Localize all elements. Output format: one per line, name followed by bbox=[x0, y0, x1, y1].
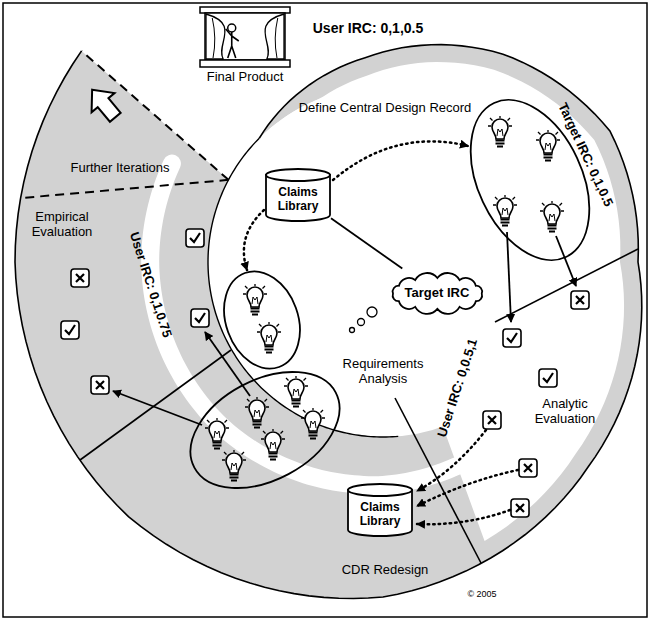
window-cornice bbox=[200, 7, 290, 13]
claim-bulb bbox=[205, 418, 229, 449]
check-box bbox=[186, 229, 204, 247]
stick-figure-head bbox=[228, 24, 236, 32]
curtain bbox=[265, 14, 284, 59]
copyright-note: © 2005 bbox=[467, 589, 496, 599]
hub-outline bbox=[208, 138, 398, 437]
node-text: Claims Library bbox=[353, 500, 407, 528]
irc-score-label: Target IRC: 0,1,0.5 bbox=[554, 101, 615, 209]
stick-figure bbox=[226, 29, 239, 58]
claims-library-cylinder: Claims Library bbox=[265, 169, 331, 221]
feedback-arrow bbox=[417, 470, 518, 506]
claims-cluster bbox=[171, 348, 359, 511]
cross-box bbox=[483, 411, 501, 429]
feedback-arrow bbox=[417, 510, 510, 524]
claim-bulb bbox=[257, 322, 281, 353]
central-hub bbox=[208, 87, 558, 437]
check-box bbox=[539, 369, 557, 387]
claim-bulb bbox=[488, 116, 512, 147]
cylinder-top bbox=[348, 484, 412, 496]
iteration-arrow bbox=[81, 80, 127, 127]
window-sill bbox=[200, 60, 290, 67]
check-box bbox=[61, 321, 79, 339]
phase-label: Requirements Analysis bbox=[337, 357, 429, 387]
cross-box bbox=[519, 459, 537, 477]
target-irc-cloud: Target IRC bbox=[385, 271, 490, 316]
claims-library-cylinder: Claims Library bbox=[347, 484, 413, 536]
cross-box bbox=[71, 269, 89, 287]
node-text: Claims Library bbox=[271, 185, 325, 213]
irc-score-label: User IRC: 0,1,0.75 bbox=[126, 230, 174, 339]
node-text: Target IRC bbox=[405, 286, 470, 301]
check-box bbox=[503, 329, 521, 347]
connector-line bbox=[331, 218, 402, 268]
phase-label: Define Central Design Record bbox=[299, 101, 472, 116]
evaluation-arrow bbox=[205, 332, 250, 396]
reuse-arrow bbox=[333, 141, 468, 180]
claim-bulb bbox=[245, 397, 269, 428]
thought-bubble bbox=[358, 319, 365, 326]
cross-box bbox=[571, 291, 589, 309]
spiral-swirl bbox=[150, 164, 457, 486]
evaluation-arrow bbox=[113, 391, 202, 425]
claim-bulb bbox=[261, 429, 285, 460]
claim-bulb bbox=[284, 376, 308, 407]
spiral-outline bbox=[15, 45, 642, 599]
phase-label: Empirical Evaluation bbox=[23, 210, 101, 240]
phase-label: Analytic Evaluation bbox=[526, 397, 604, 427]
claim-bulb bbox=[493, 195, 517, 226]
evaluation-arrow bbox=[556, 236, 576, 286]
claim-bulb bbox=[540, 201, 564, 232]
sector-divider bbox=[80, 350, 231, 460]
irc-score-label: User IRC: 0,0.5,1 bbox=[435, 337, 481, 439]
curtain-fold bbox=[212, 18, 278, 58]
claim-bulb bbox=[536, 130, 560, 161]
claim-bulb bbox=[301, 408, 325, 439]
cylinder-top bbox=[266, 169, 330, 181]
curtain bbox=[206, 14, 225, 59]
check-box bbox=[191, 309, 209, 327]
phase-label: CDR Redesign bbox=[342, 563, 429, 578]
irc-score-label: User IRC: 0,1,0.5 bbox=[313, 20, 424, 36]
window-frame bbox=[205, 13, 285, 60]
node-text: Final Product bbox=[199, 70, 291, 85]
spiral-ring bbox=[15, 45, 642, 599]
phase-label: Further Iterations bbox=[71, 161, 170, 176]
claim-bulb bbox=[222, 450, 246, 481]
outer-frame bbox=[3, 3, 647, 617]
thought-bubble bbox=[350, 328, 355, 333]
iteration-boundary bbox=[21, 180, 229, 198]
final-product-window: Final Product bbox=[199, 6, 291, 87]
cross-box bbox=[511, 499, 529, 517]
evaluation-arrow bbox=[507, 232, 511, 322]
cloud-outline bbox=[392, 273, 481, 314]
claim-bulb bbox=[243, 284, 267, 315]
thought-bubble bbox=[367, 307, 377, 317]
cross-box bbox=[91, 376, 109, 394]
reuse-arrow bbox=[244, 210, 264, 270]
